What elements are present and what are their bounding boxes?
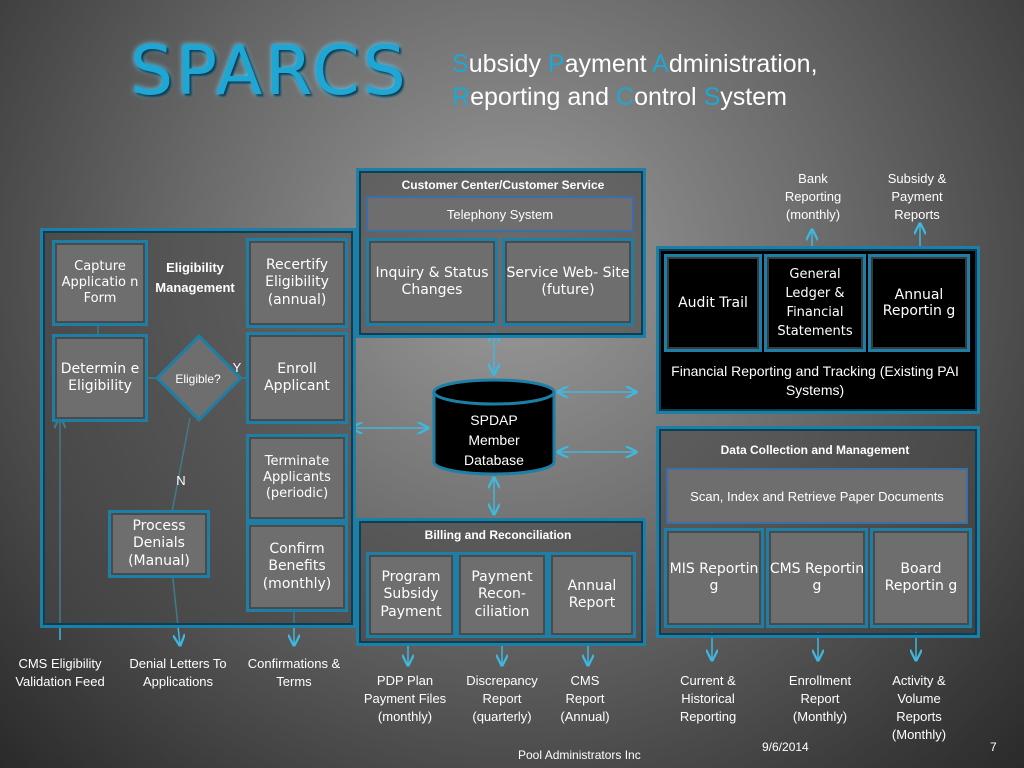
program-subsidy-box: Program Subsidy Payment xyxy=(366,552,456,638)
subtitle: Subsidy Payment Administration, Reportin… xyxy=(452,48,818,114)
subtitle-line-1-part-2: P xyxy=(547,50,565,78)
mis-reporting-box: MIS Reportin g xyxy=(664,528,764,628)
recertify-box: Recertify Eligibility (annual) xyxy=(246,238,348,328)
capture-application-box: Capture Applicatio n Form xyxy=(52,240,148,326)
denial-letters-label: Denial Letters To Applications xyxy=(129,656,227,689)
annual-reporting-box: Annual Reportin g xyxy=(868,254,970,352)
subtitle-line-1-part-1: ubsidy xyxy=(468,50,548,78)
scan-index-bar: Scan, Index and Retrieve Paper Documents xyxy=(666,468,968,524)
logo-title: SPARCS xyxy=(130,32,409,111)
annual-report-box: Annual Report xyxy=(548,552,636,638)
subtitle-line-1: Subsidy Payment Administration, xyxy=(452,48,818,81)
discrepancy-report-label: Discrepancy Report (quarterly) xyxy=(466,673,538,724)
service-website-box: Service Web- Site (future) xyxy=(502,238,634,326)
eligibility-header: Eligibility Management xyxy=(155,260,235,295)
subsidy-payment-reports-label: Subsidy & Payment Reports xyxy=(887,171,947,222)
cms-reporting-box: CMS Reportin g xyxy=(766,528,868,628)
cms-eligibility-feed-label: CMS Eligibility Validation Feed xyxy=(15,656,105,689)
board-reporting-box: Board Reportin g xyxy=(870,528,972,628)
customer-header: Customer Center/Customer Service xyxy=(401,178,605,192)
subtitle-line-2-part-5: ystem xyxy=(720,83,787,111)
telephony-system-bar: Telephony System xyxy=(366,196,634,232)
subtitle-line-1-part-4: A xyxy=(652,50,669,78)
cms-report-label: CMS Report (Annual) xyxy=(560,673,610,724)
database-label: SPDAP Member Database xyxy=(464,412,524,468)
audit-trail-box: Audit Trail xyxy=(664,254,762,352)
eligible-decision-label: Eligible? xyxy=(175,372,221,386)
subtitle-line-2-part-4: S xyxy=(703,83,721,111)
financial-footer-label: Financial Reporting and Tracking (Existi… xyxy=(671,363,959,398)
determine-eligibility-box: Determin e Eligibility xyxy=(52,334,148,422)
process-denials-box: Process Denials (Manual) xyxy=(108,510,210,578)
inquiry-status-box: Inquiry & Status Changes xyxy=(366,238,498,326)
data-collection-header: Data Collection and Management xyxy=(720,443,910,457)
footer-date: 9/6/2014 xyxy=(762,740,809,754)
subtitle-line-1-part-3: ayment xyxy=(564,50,653,78)
activity-volume-label: Activity & Volume Reports (Monthly) xyxy=(891,673,947,742)
footer-page-number: 7 xyxy=(990,740,997,754)
no-label: N xyxy=(176,473,186,488)
subtitle-line-1-part-5: dministration, xyxy=(668,50,818,78)
subtitle-line-2-part-1: eporting and xyxy=(470,83,617,111)
general-ledger-box: General Ledger & Financial Statements xyxy=(764,254,866,352)
footer-company: Pool Administrators Inc xyxy=(518,748,641,762)
subtitle-line-2-part-3: ontrol xyxy=(634,83,704,111)
confirmations-terms-label: Confirmations & Terms xyxy=(247,656,341,689)
subtitle-line-1-part-0: S xyxy=(452,50,469,78)
confirm-benefits-box: Confirm Benefits (monthly) xyxy=(246,522,348,612)
subtitle-line-2-part-2: C xyxy=(616,83,635,111)
pdp-plan-payment-label: PDP Plan Payment Files (monthly) xyxy=(363,673,447,724)
enrollment-report-label: Enrollment Report (Monthly) xyxy=(788,673,852,724)
payment-reconciliation-box: Payment Recon- ciliation xyxy=(456,552,548,638)
bank-reporting-label: Bank Reporting (monthly) xyxy=(784,171,842,222)
enroll-applicant-box: Enroll Applicant xyxy=(246,332,348,424)
terminate-box: Terminate Applicants (periodic) xyxy=(246,434,348,522)
yes-label: Y xyxy=(232,360,242,375)
subtitle-line-2: Reporting and Control System xyxy=(452,81,818,114)
billing-header: Billing and Reconciliation xyxy=(424,528,572,542)
subtitle-line-2-part-0: R xyxy=(452,83,471,111)
current-historical-label: Current & Historical Reporting xyxy=(679,673,737,724)
